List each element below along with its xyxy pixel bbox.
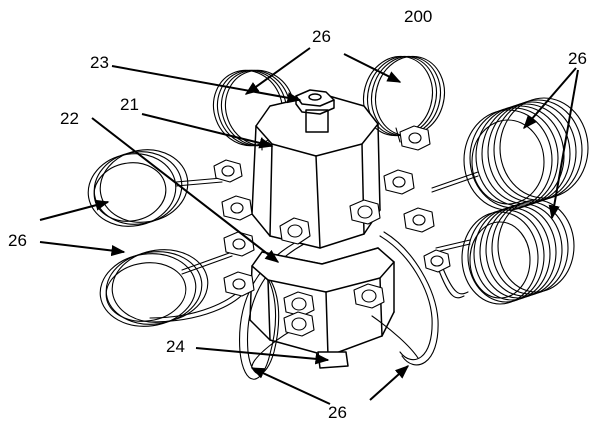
- coil-right-lower: [461, 199, 575, 305]
- callout-22: 22: [60, 109, 79, 128]
- top-fitting: [295, 89, 335, 133]
- coil-top-right-rear: [363, 55, 445, 137]
- callout-26-right: 26: [568, 49, 587, 68]
- coil-right-upper: [463, 97, 589, 211]
- lower-octagon-block: [249, 247, 395, 369]
- callout-21: 21: [120, 95, 139, 114]
- figure-number: 200: [404, 7, 432, 26]
- coil-left-upper: [87, 149, 189, 227]
- callout-26-left: 26: [8, 231, 27, 250]
- callout-26-top: 26: [312, 27, 331, 46]
- pointer-arrows: [39, 47, 579, 405]
- callout-26-bottom: 26: [328, 403, 347, 422]
- hex-nuts: [213, 125, 451, 337]
- callout-23: 23: [90, 53, 109, 72]
- coil-left-lower: [99, 249, 209, 327]
- callout-24: 24: [166, 337, 185, 356]
